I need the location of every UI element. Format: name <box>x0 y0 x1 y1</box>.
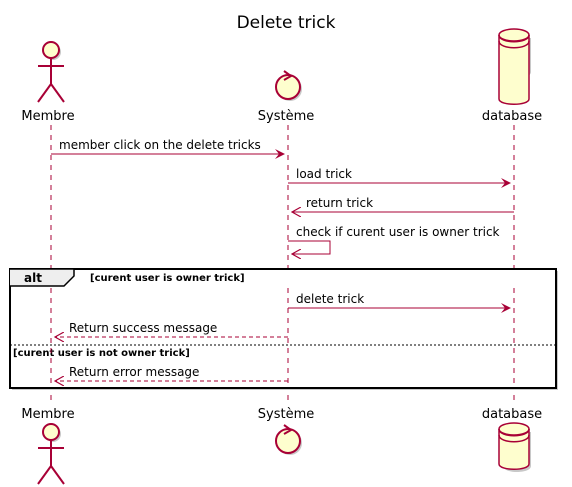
database-top-icon <box>498 28 531 105</box>
message-label-1: member click on the delete tricks <box>59 138 261 152</box>
message-label-2: load trick <box>296 167 352 181</box>
alt-guard-2: [curent user is not owner trick] <box>13 348 190 359</box>
message-label-7: Return error message <box>69 365 199 379</box>
participant-label-database-top: database <box>482 109 542 124</box>
alt-fragment-box <box>9 268 557 389</box>
actor-membre-top-icon <box>37 41 65 103</box>
message-arrow-4-self <box>288 240 331 254</box>
alt-fragment-tab <box>10 268 75 287</box>
participant-label-systeme-top: Système <box>258 109 314 124</box>
message-label-5: delete trick <box>296 292 364 306</box>
database-bottom-icon <box>498 422 531 472</box>
participant-label-database-bottom: database <box>482 407 542 422</box>
actor-membre-bottom-icon <box>37 423 65 485</box>
alt-guard-1: [curent user is owner trick] <box>90 273 245 284</box>
control-systeme-bottom-icon <box>275 424 302 455</box>
alt-fragment-keyword: alt <box>24 271 42 285</box>
participant-label-membre-bottom: Membre <box>21 407 74 422</box>
participant-label-membre-top: Membre <box>21 109 74 124</box>
participant-label-systeme-bottom: Système <box>258 407 314 422</box>
diagram-title: Delete trick <box>237 13 336 33</box>
message-label-6: Return success message <box>69 321 217 335</box>
message-label-3: return trick <box>306 196 373 210</box>
message-label-4: check if curent user is owner trick <box>296 225 500 239</box>
control-systeme-top-icon <box>275 70 302 101</box>
